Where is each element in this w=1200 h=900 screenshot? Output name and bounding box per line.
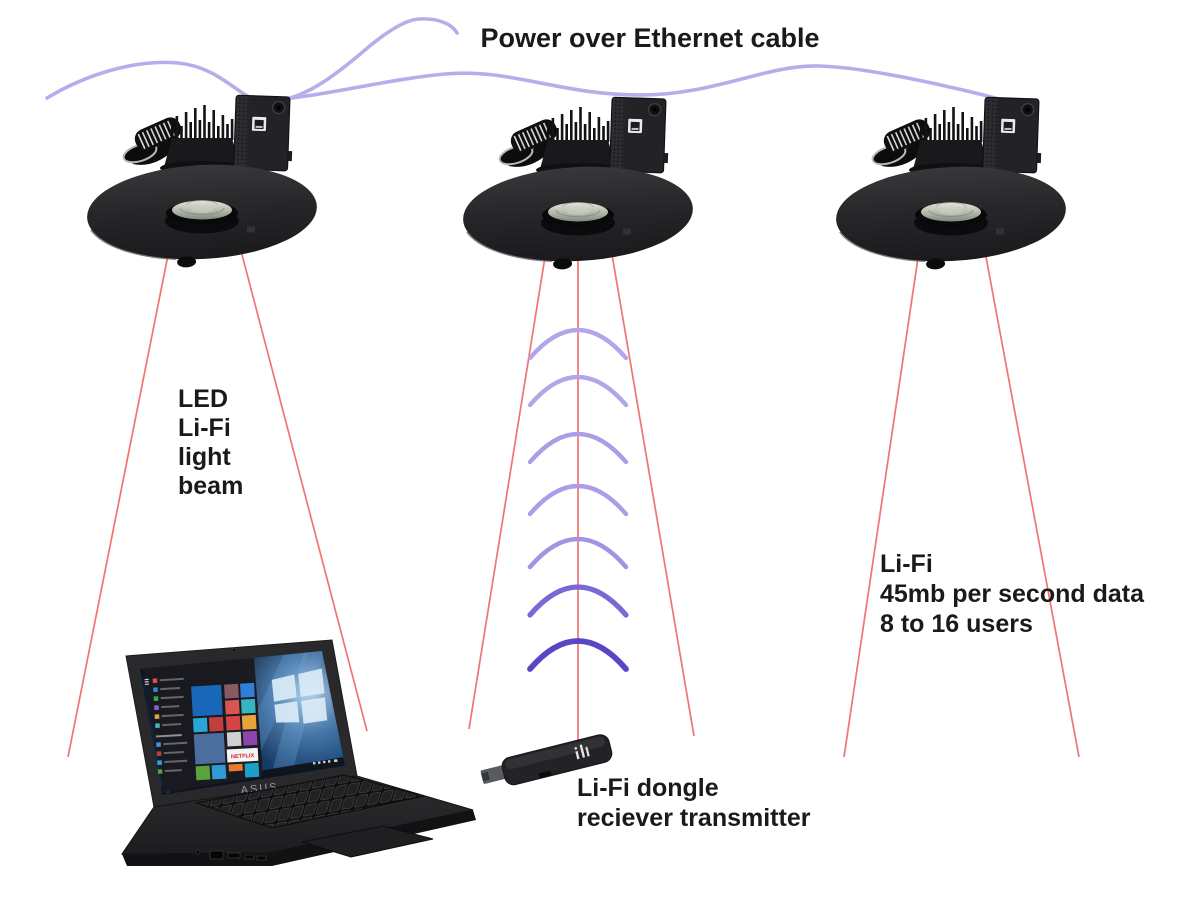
wave-arc-4	[527, 483, 629, 517]
wave-arc-5	[527, 536, 629, 570]
lifi-led-downlight-3	[834, 97, 1069, 274]
start-menu-tiles: NETFLIX	[191, 682, 260, 781]
wave-arc-3	[527, 431, 629, 465]
label-line: Li-Fi	[880, 550, 933, 578]
label-lifi-stats: Li-Fi 45mb per second data 8 to 16 users	[880, 550, 1145, 638]
asus-laptop: NETFLIX ASUS	[121, 639, 476, 866]
laptop-touchpad	[301, 825, 434, 858]
poe-cable-segment-right	[256, 64, 1009, 103]
diagram-title: Power over Ethernet cable	[480, 23, 819, 53]
beam-light3-left	[843, 230, 923, 758]
wave-arc-6	[527, 584, 629, 618]
beam-light1-right	[234, 227, 368, 732]
beam-light1-left	[67, 229, 174, 758]
laptop-ports	[195, 849, 267, 861]
label-line: beam	[178, 472, 243, 500]
label-led-lifi-light-beam: LED Li-Fi light beam	[178, 385, 243, 500]
beam-light2-left	[468, 231, 550, 730]
beam-light3-right	[980, 229, 1080, 758]
lifi-led-downlight-1	[85, 95, 320, 272]
lifi-led-downlight-2	[461, 97, 696, 274]
webcam-icon	[231, 647, 237, 653]
wave-arc-7	[527, 638, 629, 672]
label-line: reciever transmitter	[577, 804, 811, 832]
wave-arc-2	[527, 374, 629, 408]
netflix-tile-text: NETFLIX	[231, 753, 255, 760]
label-line: 45mb per second data	[880, 580, 1145, 608]
wave-arc-1	[527, 327, 629, 361]
label-lifi-dongle: Li-Fi dongle reciever transmitter	[577, 774, 811, 832]
start-menu-content: NETFLIX	[144, 677, 260, 781]
lifi-wave-arcs	[527, 327, 629, 672]
laptop-front-edge	[122, 810, 476, 866]
label-line: 8 to 16 users	[880, 610, 1033, 638]
laptop-keyboard	[195, 774, 425, 829]
lifi-usb-dongle	[480, 734, 613, 786]
label-line: Li-Fi	[178, 414, 231, 442]
poe-cable-segment-left	[45, 17, 459, 104]
label-line: light	[178, 443, 231, 471]
label-line: Li-Fi dongle	[577, 774, 719, 802]
laptop-screen-content: NETFLIX	[140, 651, 345, 795]
windows-logo-icon	[271, 668, 328, 724]
dongle-logo-icon	[574, 744, 590, 760]
beam-light2-right	[607, 230, 695, 737]
label-line: LED	[178, 385, 228, 413]
